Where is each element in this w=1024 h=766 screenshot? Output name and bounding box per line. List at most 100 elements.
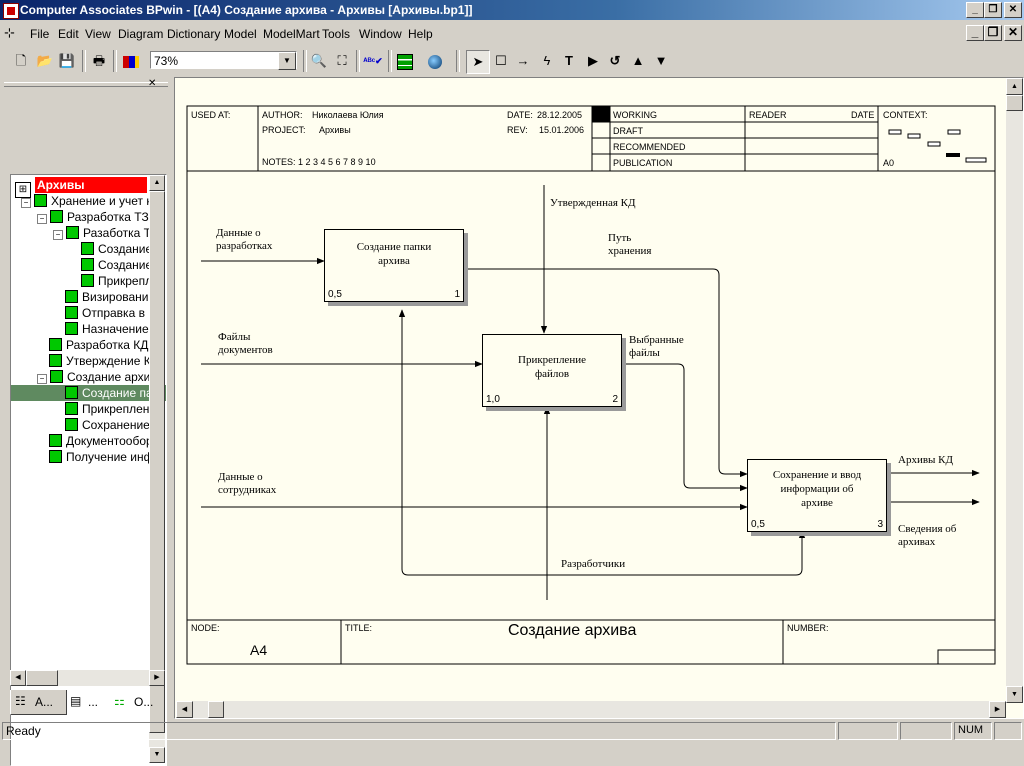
open-icon[interactable]: 📂 [36, 53, 54, 68]
tab-activities[interactable]: ☷ A... [10, 690, 67, 715]
tree-item[interactable]: Назначение [65, 321, 149, 337]
down-icon[interactable]: ▼ [654, 53, 668, 68]
context-box [927, 141, 941, 147]
pane-close-icon[interactable]: ✕ [148, 78, 157, 89]
scroll-thumb[interactable] [1006, 95, 1023, 111]
scroll-left-icon[interactable]: ◀ [176, 701, 193, 718]
pointer-icon[interactable]: ➤ [466, 50, 490, 74]
date-label: DATE: [507, 110, 533, 120]
tree-scrollbar[interactable]: ▲ ▼ [149, 175, 165, 763]
up-icon[interactable]: ▲ [631, 53, 645, 68]
diagram-frame [186, 105, 996, 665]
tree-item[interactable]: Утверждение К [49, 353, 151, 369]
tree-item[interactable]: Создание [81, 257, 152, 273]
label-archives-kd[interactable]: Архивы КД [898, 454, 954, 466]
model-explorer-pane: ✕ ⊞Архивы −Хранение и учет ко −Разработк… [0, 78, 172, 766]
doc-restore-button[interactable]: ❐ [984, 25, 1002, 41]
tree-root[interactable]: ⊞Архивы [15, 177, 147, 198]
status-draft: DRAFT [613, 126, 643, 136]
scroll-thumb[interactable] [208, 701, 224, 718]
squiggle-tool-icon[interactable]: ϟ [543, 53, 551, 68]
text-tool-icon[interactable]: T [565, 53, 573, 68]
status-publication: PUBLICATION [613, 158, 673, 168]
activity-tree[interactable]: ⊞Архивы −Хранение и учет ко −Разработка … [10, 174, 167, 766]
play-icon[interactable]: ▶ [588, 53, 598, 68]
tab-objects[interactable]: ⚏ O... [114, 694, 154, 709]
scroll-up-icon[interactable]: ▲ [149, 175, 165, 191]
box-tool-icon[interactable]: ☐ [495, 53, 507, 68]
menu-dictionary[interactable]: Dictionary [167, 27, 221, 41]
context-box [947, 129, 961, 135]
tree-item[interactable]: Получение инф [49, 449, 154, 465]
scroll-right-icon[interactable]: ▶ [989, 701, 1006, 718]
diagram-canvas[interactable]: USED AT: AUTHOR: Николаева Юлия PROJECT:… [176, 78, 1006, 700]
menu-tools[interactable]: Tools [322, 27, 351, 41]
zoom-select[interactable]: 73% ▼ [150, 51, 297, 70]
menu-help[interactable]: Help [408, 27, 433, 41]
tab-diagrams[interactable]: ▤ ... [70, 694, 99, 709]
doc-close-button[interactable]: ✕ [1004, 25, 1022, 41]
date-column-label: DATE [851, 110, 875, 120]
activity-tree-icon: ☷ [15, 694, 26, 708]
arrow-tool-icon[interactable]: → [516, 53, 530, 68]
menu-view[interactable]: View [85, 27, 111, 41]
tree-item[interactable]: Отправка в [65, 305, 145, 321]
reader-label: READER [749, 110, 787, 120]
scroll-up-icon[interactable]: ▲ [1006, 78, 1023, 95]
label-developers[interactable]: Разработчики [561, 558, 626, 570]
model-explorer-icon[interactable] [424, 50, 446, 72]
tree-item[interactable]: Прикрепл [81, 273, 152, 289]
undo-icon[interactable]: ↺ [609, 53, 621, 68]
date-value: 28.12.2005 [537, 110, 583, 120]
zoom-fit-icon[interactable]: ⛶ [337, 53, 347, 68]
tree-hscrollbar[interactable]: ◀ ▶ [10, 670, 165, 686]
scroll-down-icon[interactable]: ▼ [1006, 686, 1023, 703]
tree-item[interactable]: −Разработка ТЗ [37, 209, 149, 225]
minimize-button[interactable]: _ [966, 2, 984, 18]
tree-item[interactable]: Документообор [49, 433, 153, 449]
status-recommended: RECOMMENDED [613, 142, 686, 152]
tree-item[interactable]: −Хранение и учет ко [21, 193, 158, 209]
tree-item[interactable]: Разработка КД [49, 337, 148, 353]
scroll-down-icon[interactable]: ▼ [149, 747, 165, 763]
tree-item[interactable]: Создание [81, 241, 152, 257]
doc-minimize-button[interactable]: _ [966, 25, 984, 41]
close-button[interactable]: ✕ [1004, 2, 1022, 18]
tree-item[interactable]: Визирование [65, 289, 155, 305]
menu-window[interactable]: Window [359, 27, 402, 41]
menu-model[interactable]: Model [224, 27, 257, 41]
restore-button[interactable]: ❐ [984, 2, 1002, 18]
menu-diagram[interactable]: Diagram [118, 27, 164, 41]
tree-item[interactable]: Сохранение [65, 417, 150, 433]
document-icon[interactable]: ⊹ [4, 25, 15, 40]
color-icon[interactable] [120, 50, 142, 72]
spell-check-icon[interactable]: ᴬᴮᶜ✔ [363, 56, 383, 66]
print-icon[interactable]: 🖶 [92, 53, 106, 68]
label-approved-kd[interactable]: Утвержденная КД [550, 197, 636, 209]
save-icon[interactable]: 💾 [58, 53, 76, 68]
tree-item[interactable]: −Разаботка Т [53, 225, 151, 241]
chevron-down-icon[interactable]: ▼ [278, 52, 296, 70]
canvas-hscrollbar[interactable]: ◀ ▶ [176, 701, 1006, 718]
tree-item-selected[interactable]: Создание па [11, 385, 166, 401]
canvas-vscrollbar[interactable]: ▲ ▼ [1006, 78, 1023, 703]
scroll-thumb[interactable] [149, 191, 165, 733]
menu-modelmart[interactable]: ModelMart [263, 27, 320, 41]
tree-item[interactable]: −Создание архи [37, 369, 150, 385]
diagram-tree-icon[interactable] [394, 50, 416, 72]
menu-file[interactable]: File [30, 27, 50, 41]
menu-edit[interactable]: Edit [58, 27, 79, 41]
zoom-in-icon[interactable]: 🔍 [310, 53, 328, 68]
new-icon[interactable]: 🗋 [15, 53, 27, 68]
tree-item[interactable]: Прикреплен [65, 401, 149, 417]
num-lock-indicator: NUM [954, 722, 992, 740]
